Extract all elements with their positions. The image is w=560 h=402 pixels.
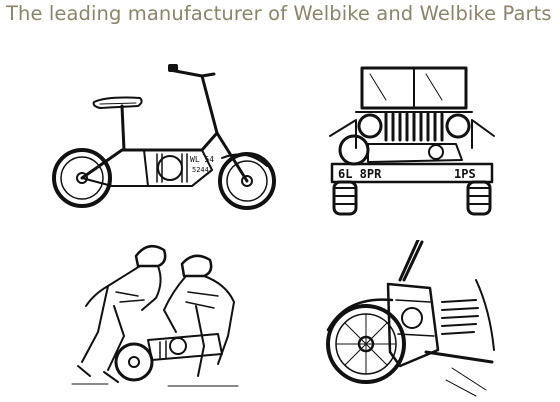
front-wheel	[218, 152, 276, 210]
jeep-front-illustration: 6L 8PR 1PS	[326, 64, 498, 218]
rear-wheel	[52, 148, 112, 208]
soldier-left	[77, 244, 167, 383]
svg-text:5244: 5244	[192, 166, 209, 174]
soldier-right	[163, 254, 235, 377]
svg-text:WL 54: WL 54	[190, 155, 214, 164]
soldiers-welbike-illustration	[68, 236, 246, 390]
page-headline: The leading manufacturer of Welbike and …	[6, 2, 552, 25]
welbike-closeup-illustration	[326, 240, 498, 398]
jeep-plate-right: 1PS	[454, 167, 476, 181]
jeep-plate-left: 6L 8PR	[338, 167, 382, 181]
welbike-side-illustration: WL 54 5244	[52, 58, 278, 216]
